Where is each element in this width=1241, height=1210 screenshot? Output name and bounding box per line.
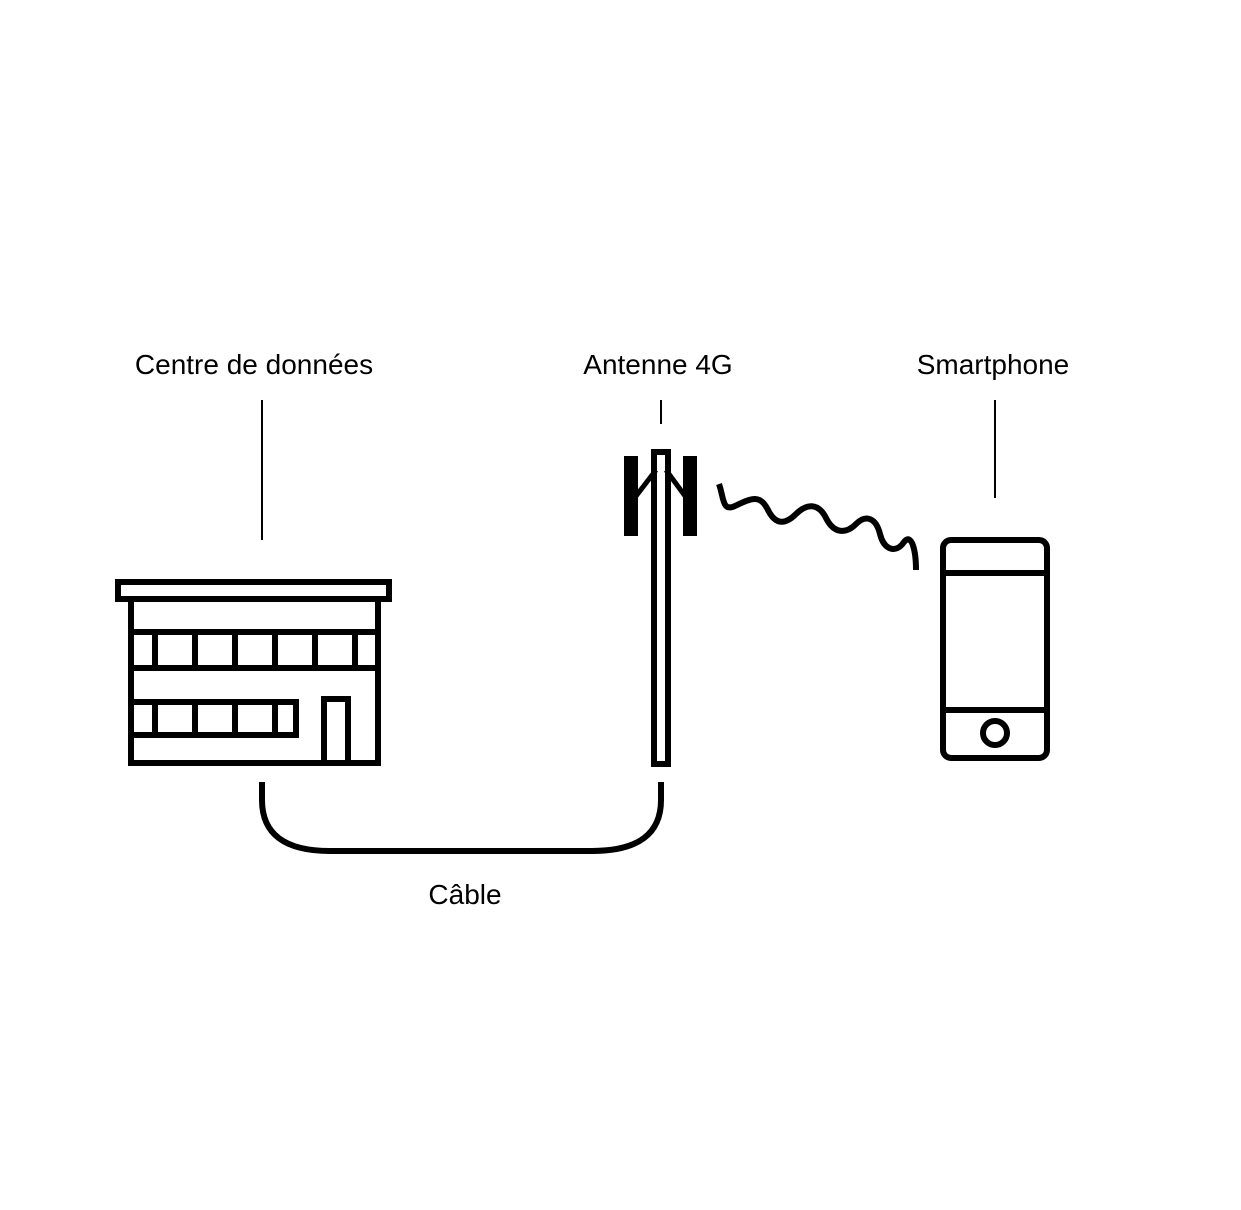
- datacenter-building-icon: [115, 579, 392, 766]
- smartphone-icon: [940, 537, 1050, 761]
- cable-connection: [259, 782, 664, 854]
- antenna-label: Antenne 4G: [583, 349, 732, 380]
- cell-tower-antenna-icon: [624, 449, 697, 767]
- smartphone-label: Smartphone: [917, 349, 1070, 380]
- cable-label: Câble: [428, 879, 501, 910]
- wireless-signal-wave: [716, 482, 919, 571]
- datacenter-label: Centre de données: [135, 349, 373, 380]
